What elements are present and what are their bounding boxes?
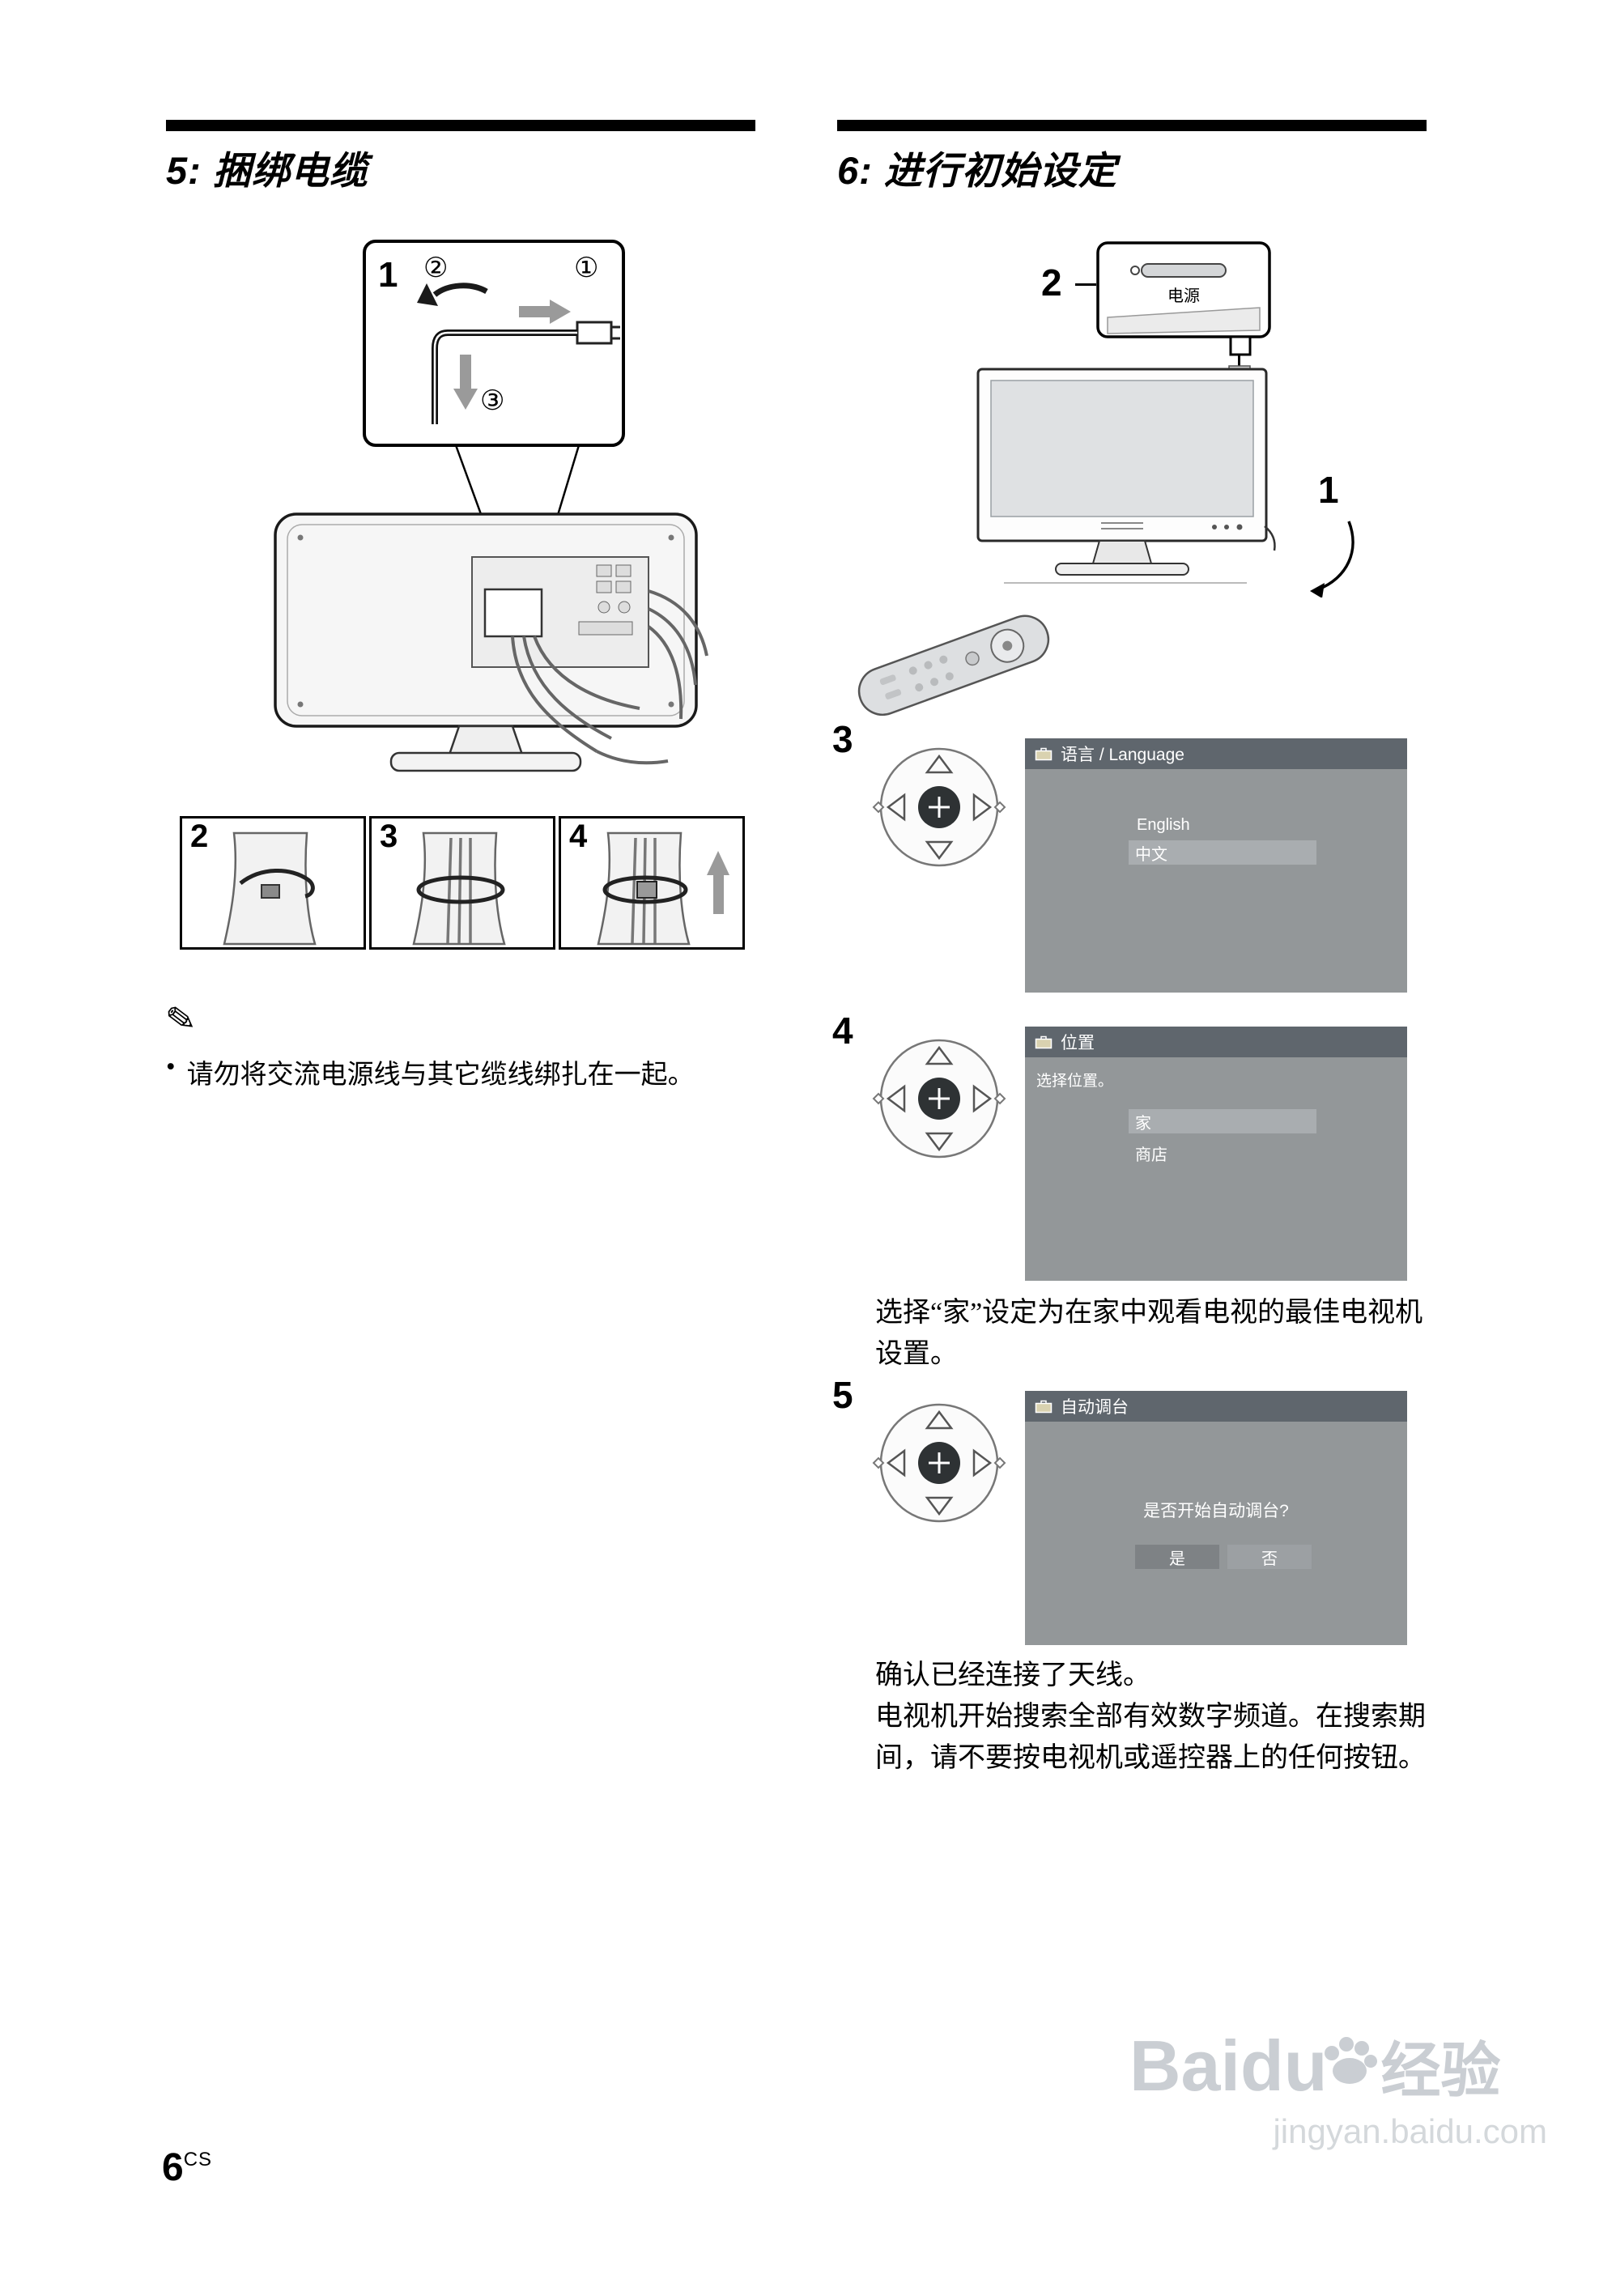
no-button: 否 xyxy=(1227,1545,1312,1569)
screen-header: 位置 xyxy=(1025,1027,1407,1057)
clamp-cables-drawing xyxy=(412,831,506,946)
location-screen: 位置 选择位置。 家 商店 xyxy=(1025,1027,1407,1281)
baidu-watermark: Baidu 经验 jingyan.baidu.com xyxy=(1129,2022,1559,2151)
auto-tuning-question: 是否开始自动调台? xyxy=(1143,1502,1289,1520)
detail-panel-3: 3 xyxy=(369,816,555,950)
screen-header: 语言 / Language xyxy=(1025,738,1407,769)
note: • 请勿将交流电源线与其它缆线绑扎在一起。 xyxy=(166,1052,781,1091)
up-arrow-icon xyxy=(713,874,724,914)
section5-title: 5: 捆绑电缆 xyxy=(166,149,368,192)
tv-stand-neck xyxy=(448,725,524,756)
tv-front-drawing xyxy=(976,365,1276,584)
cable-bundling-diagram: 1 ② ① ③ xyxy=(274,240,708,772)
page-number-suffix: CS xyxy=(183,2149,213,2171)
power-button-label: 电源 xyxy=(1167,287,1200,305)
curve-arrow-icon xyxy=(432,283,488,297)
watermark-brand: Baidu xyxy=(1129,2025,1328,2106)
remote-control-drawing xyxy=(857,614,1050,716)
menu-toolbox-icon xyxy=(1035,747,1053,761)
ac-plug-icon xyxy=(576,321,613,345)
power-button-inset: 电源 xyxy=(1096,241,1271,356)
yes-button: 是 xyxy=(1135,1545,1219,1569)
panel-4-label: 4 xyxy=(569,818,588,854)
location-option-home-selected: 家 xyxy=(1129,1109,1316,1133)
tv-stand-base xyxy=(1055,563,1189,576)
inset-callout-1: ① xyxy=(574,252,598,284)
inset-callout-2: ② xyxy=(423,252,448,284)
page-number-value: 6 xyxy=(162,2146,184,2189)
step-5-caption-line-1: 确认已经连接了天线。 xyxy=(875,1660,1150,1690)
auto-tuning-screen: 自动调台 是否开始自动调台? 是 否 xyxy=(1025,1391,1407,1645)
power-callout-label: 2 xyxy=(1041,261,1062,304)
location-option-shop: 商店 xyxy=(1135,1146,1167,1164)
down-arrow-icon xyxy=(460,355,471,389)
note-bullet: • xyxy=(166,1052,176,1082)
tv-stand-base xyxy=(389,751,582,772)
inset-label: 1 xyxy=(378,255,398,295)
detail-panel-4: 4 xyxy=(559,816,745,950)
section6-rule xyxy=(837,120,1427,131)
note-text: 请勿将交流电源线与其它缆线绑扎在一起。 xyxy=(186,1061,695,1090)
screen-title: 位置 xyxy=(1061,1034,1095,1052)
menu-toolbox-icon xyxy=(1035,1400,1053,1414)
watermark-brand-cn: 经验 xyxy=(1380,2037,1501,2104)
panel-2-label: 2 xyxy=(190,818,209,854)
step-4-number: 4 xyxy=(832,1010,853,1052)
step-5-caption-line-2: 电视机开始搜索全部有效数字频道。在搜索期间，请不要按电视机或遥控器上的任何按钮。 xyxy=(875,1702,1426,1773)
baidu-paw-icon xyxy=(1325,2036,1378,2084)
dpad-icon xyxy=(872,1403,1006,1523)
watermark-url: jingyan.baidu.com xyxy=(1273,2112,1547,2150)
tv-callout-label: 1 xyxy=(1318,469,1339,511)
power-button-icon xyxy=(1141,263,1227,278)
note-pencil-icon: ✎ xyxy=(163,997,199,1042)
step-3-number: 3 xyxy=(832,718,853,760)
inset-callout-3: ③ xyxy=(480,385,504,417)
screen-title: 自动调台 xyxy=(1061,1398,1129,1417)
screen-header: 自动调台 xyxy=(1025,1391,1407,1422)
clamp-open-drawing xyxy=(223,831,317,946)
dpad-icon xyxy=(872,747,1006,867)
step-5-caption: 确认已经连接了天线。 电视机开始搜索全部有效数字频道。在搜索期间，请不要按电视机… xyxy=(875,1655,1434,1779)
dpad-icon xyxy=(872,1039,1006,1159)
right-arrow-icon xyxy=(519,306,550,317)
clamp-tightened-drawing xyxy=(597,831,729,946)
screen-title: 语言 / Language xyxy=(1061,746,1184,764)
panel-3-label: 3 xyxy=(380,818,398,854)
location-prompt: 选择位置。 xyxy=(1036,1073,1114,1090)
cable-bundle xyxy=(511,636,598,753)
callout-1-arrow-icon xyxy=(1310,521,1354,597)
language-option-chinese-selected: 中文 xyxy=(1129,840,1316,865)
page-number: 6CS xyxy=(162,2145,212,2190)
step-5-number: 5 xyxy=(832,1374,853,1416)
tv-stand-neck xyxy=(1091,540,1153,564)
section5-rule xyxy=(166,120,755,131)
step-4-caption: 选择“家”设定为在家中观看电视的最佳电视机设置。 xyxy=(875,1298,1423,1369)
section6-title: 6: 进行初始设定 xyxy=(837,149,1117,192)
detail-panel-2: 2 xyxy=(180,816,366,950)
language-option-english: English xyxy=(1137,816,1190,834)
tv-screen xyxy=(990,380,1254,517)
menu-toolbox-icon xyxy=(1035,1035,1053,1049)
power-cord xyxy=(1264,525,1276,551)
language-screen: 语言 / Language English 中文 xyxy=(1025,738,1407,993)
cable-recess xyxy=(483,588,543,638)
